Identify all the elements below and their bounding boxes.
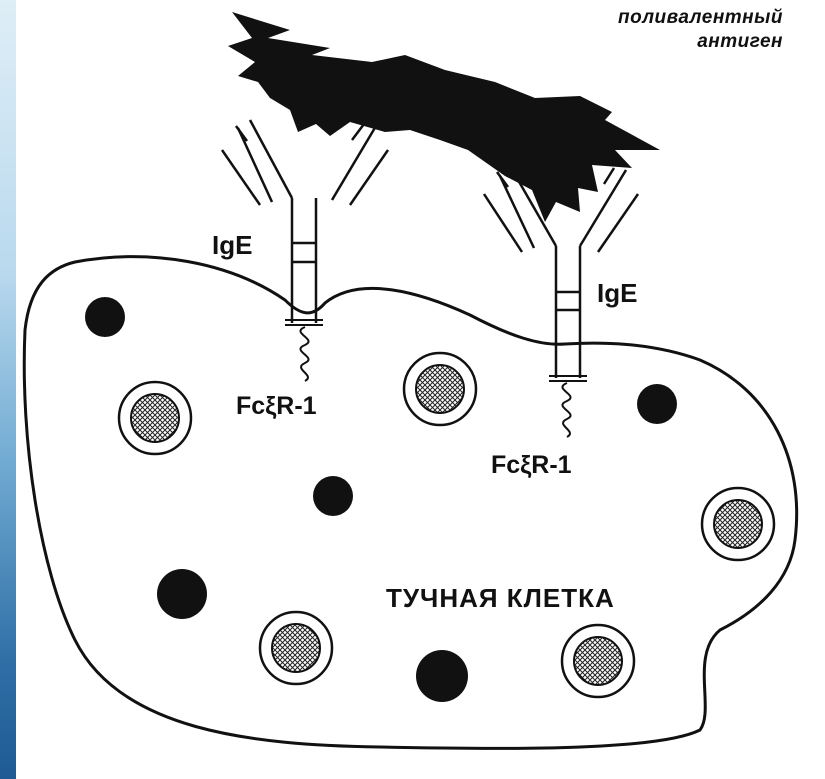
antigen-label: поливалентный антиген: [618, 6, 783, 54]
hatched-granule: [404, 353, 476, 425]
left-receptor-label: FcξR-1: [236, 392, 317, 421]
mast-cell-membrane: [24, 257, 796, 749]
solid-granule: [157, 569, 207, 619]
hatched-granule: [562, 625, 634, 697]
antigen-label-line2: антиген: [618, 30, 783, 54]
hatched-granule: [702, 488, 774, 560]
solid-granule: [637, 384, 677, 424]
polyvalent-antigen: [228, 12, 660, 222]
hatched-granule: [119, 382, 191, 454]
solid-granule: [313, 476, 353, 516]
hatched-granule: [260, 612, 332, 684]
solid-granule: [416, 650, 468, 702]
right-ige-label: IgE: [597, 278, 637, 309]
antigen-label-line1: поливалентный: [618, 6, 783, 30]
left-ige-label: IgE: [212, 230, 252, 261]
right-receptor-label: FcξR-1: [491, 451, 572, 480]
mast-cell-label: ТУЧНАЯ КЛЕТКА: [386, 583, 615, 614]
solid-granule: [85, 297, 125, 337]
